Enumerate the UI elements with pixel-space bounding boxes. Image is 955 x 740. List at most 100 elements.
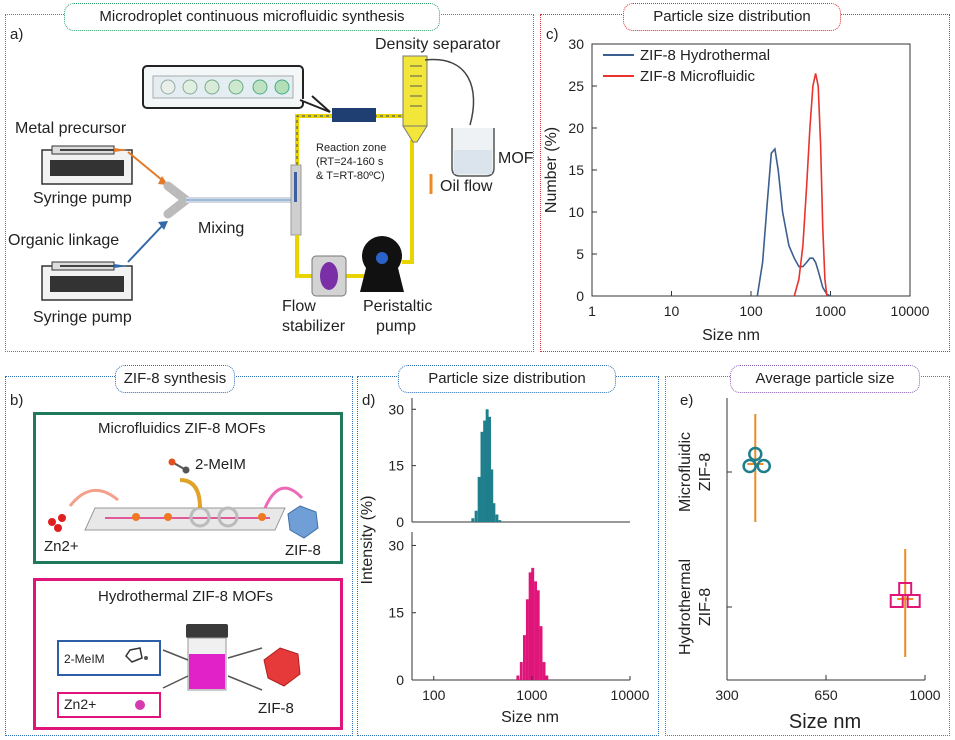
beaker-icon (451, 128, 495, 177)
chart-d-bar (536, 590, 540, 680)
chart-e-category-label: Hydrothermal (677, 559, 694, 655)
chart-c-xtick-label: 10 (664, 303, 680, 319)
chart-e-category-label: Microfluidic (677, 432, 694, 512)
chart-d-ytick-label: 0 (396, 514, 404, 530)
chart-c-ylabel: Number (%) (543, 127, 560, 213)
syringe-pump-icon (41, 145, 133, 185)
panel-b-letter: b) (10, 392, 24, 409)
chart-e-point (889, 594, 904, 608)
panel-d-title: Particle size distribution (398, 365, 616, 393)
hydrothermal-box (33, 578, 343, 730)
panel-c-letter: c) (546, 26, 559, 43)
chart-d-bar (522, 635, 526, 680)
chart-e-xtick-label: 1000 (909, 687, 940, 703)
chart-e-category-label: ZIF-8 (697, 453, 714, 491)
chart-c-ytick-label: 0 (576, 288, 584, 304)
syringe-pump-label-2: Syringe pump (33, 309, 132, 326)
chart-c-ytick-label: 25 (568, 78, 584, 94)
chart-e-point (748, 446, 763, 462)
vial-icon (186, 624, 228, 691)
chart-d-bar (488, 416, 491, 522)
chart-d-bar (483, 420, 487, 522)
zn-ion-icon (135, 700, 145, 710)
chart-d-ytick-label: 0 (396, 672, 404, 688)
chart-d-bar (492, 503, 496, 522)
hydro-zn-box (57, 692, 161, 718)
zif8-crystal-icon (263, 647, 301, 687)
chart-d-xtick-label: 100 (422, 687, 446, 703)
chart-e-xtick-label: 300 (715, 687, 739, 703)
chart-c-ytick-label: 20 (568, 120, 584, 136)
chart-e-point (898, 582, 913, 596)
chart-d-ytick-label: 15 (388, 605, 404, 621)
chart-d-xtick-label: 1000 (516, 687, 547, 703)
reaction-zone-time: (RT=24-160 s (316, 156, 384, 168)
chart-c-legend-label: ZIF-8 Microfluidic (640, 68, 756, 85)
chart-d-bar (498, 520, 502, 522)
panel-d-letter: d) (362, 392, 376, 409)
micro-reagent-label: 2-MeIM (195, 456, 246, 473)
droplet-magnifier-icon (142, 65, 331, 113)
chart-d-xlabel: Size nm (501, 709, 559, 726)
flow-stabilizer-label-1: Flow (282, 298, 316, 315)
peristaltic-pump-label-1: Peristaltic (363, 298, 433, 315)
chart-d-bar (531, 567, 535, 680)
chart-d-bar (495, 514, 499, 522)
chart-d-bar (477, 476, 481, 522)
chart-d-bar (480, 431, 484, 522)
chart-c-ytick-label: 5 (576, 246, 584, 262)
microchip-icon (84, 506, 286, 531)
chart-c-series-line (756, 147, 831, 297)
chart-d-bar (545, 675, 549, 680)
peristaltic-pump-label-2: pump (376, 318, 417, 335)
panel-a-letter: a) (10, 26, 24, 43)
chart-d-bar (516, 675, 520, 680)
molecule-icon (168, 458, 190, 474)
chart-e-point (756, 458, 772, 474)
chart-e-xlabel: Size nm (789, 711, 861, 733)
chart-e-xtick-label: 650 (814, 687, 838, 703)
hydro-reagent-box (57, 640, 161, 676)
flow-stabilizer-label-2: stabilizer (282, 318, 346, 335)
chart-d-xtick-label: 10000 (611, 687, 650, 703)
hydro-zn-label: Zn2+ (64, 696, 97, 712)
chart-d-bar (474, 510, 478, 522)
chart-d-bar (542, 662, 546, 680)
panel-c-title: Particle size distribution (623, 3, 841, 31)
density-separator-icon (402, 55, 475, 143)
mixing-label: Mixing (198, 220, 245, 237)
chart-d-ytick-label: 30 (388, 401, 404, 417)
panel-b-title: ZIF-8 synthesis (115, 365, 235, 393)
chart-c-xlabel: Size nm (702, 327, 760, 344)
chart-c-series-line (793, 73, 828, 297)
zn-ions-icon (48, 514, 66, 532)
y-mixer-icon (163, 181, 292, 219)
microfluidics-title: Microfluidics ZIF-8 MOFs (98, 420, 266, 437)
chart-e-point (906, 594, 921, 608)
hydro-reagent-label: 2-MeIM (64, 652, 105, 666)
chart-c-xtick-label: 10000 (891, 303, 930, 319)
chart-c-ytick-label: 10 (568, 204, 584, 220)
chart-e-point (742, 458, 757, 474)
chart-d-bar (519, 662, 523, 680)
chart-c-xtick-label: 1000 (815, 303, 846, 319)
reaction-zone-temp: & T=RT-80ºC) (316, 170, 385, 182)
chart-d-bar (539, 626, 543, 680)
chart-d-bar (490, 469, 494, 522)
micro-zn-label: Zn2+ (44, 538, 79, 555)
chart-c-ytick-label: 30 (568, 36, 584, 52)
molecule-icon (125, 647, 148, 663)
oil-flow-label: Oil flow (440, 178, 493, 195)
chart-d-ytick-label: 30 (388, 537, 404, 553)
density-separator-label: Density separator (375, 36, 501, 53)
chart-d-bar (485, 409, 489, 522)
chart-d-ylabel: Intensity (%) (359, 496, 376, 585)
microfluidic-chip-diagram (48, 458, 319, 710)
microfluidics-box (33, 412, 343, 564)
chart-c-xtick-label: 100 (739, 303, 763, 319)
chart-d-bar (525, 599, 529, 680)
hydrothermal-title: Hydrothermal ZIF-8 MOFs (98, 588, 274, 605)
micro-product-label: ZIF-8 (285, 542, 321, 559)
